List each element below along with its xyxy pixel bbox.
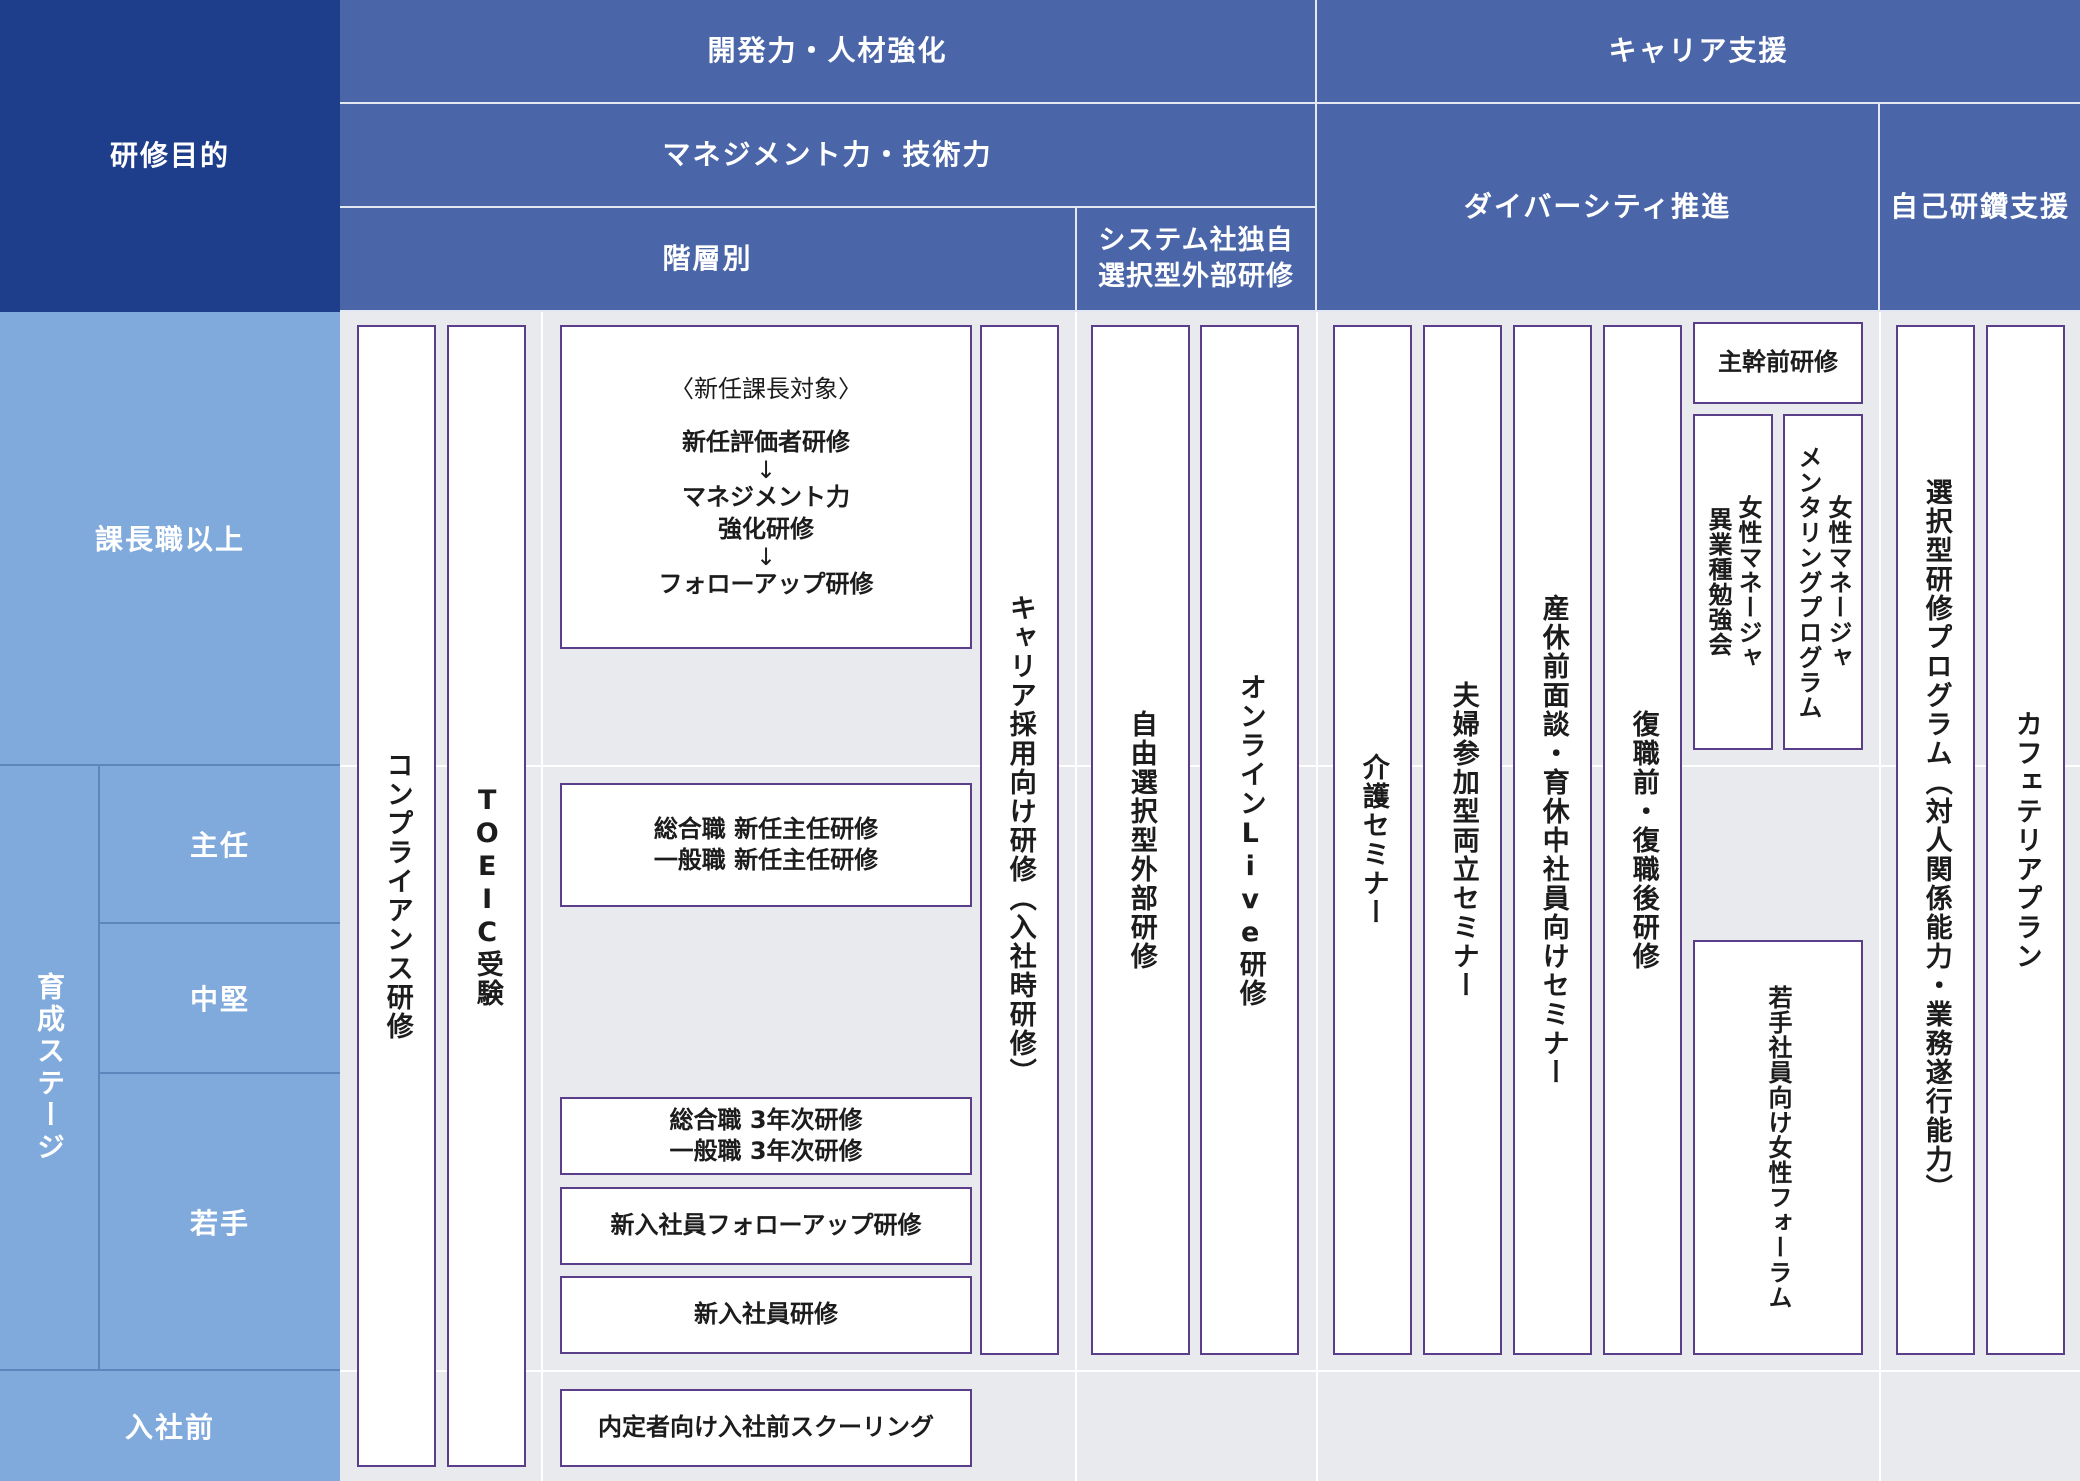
grid-divider (1879, 312, 1881, 1481)
management-strengthening-training: マネジメント力 強化研修 (682, 483, 850, 543)
free-external-training-box: 自由選択型外部研修 (1091, 325, 1190, 1355)
header-group-career: キャリア支援 (1317, 0, 2080, 104)
down-arrow-icon: ↓ (755, 542, 777, 571)
header-sub-external: システム社独自 選択型外部研修 (1077, 208, 1317, 312)
purpose-label: 研修目的 (109, 139, 230, 173)
career-hire-training-box: キャリア採用向け研修（入社時研修） (980, 325, 1059, 1355)
cafeteria-plan-box: カフェテリアプラン (1986, 325, 2065, 1355)
header-sub-diversity: ダイバーシティ推進 (1317, 104, 1880, 312)
grid-divider (1075, 312, 1077, 1481)
toeic-box: TOEIC受験 (447, 325, 526, 1467)
stage-junior: 若手 (100, 1074, 340, 1371)
header-purpose-cell: 研修目的 (0, 0, 340, 312)
stage-chief: 主任 (100, 766, 340, 924)
stage-mid: 中堅 (100, 924, 340, 1074)
maternity-seminar-box: 産休前面談・育休中社員向けセミナー (1513, 325, 1592, 1355)
women-manager-study-box: 女性マネージャ 異業種勉強会 (1693, 414, 1773, 750)
follow-up-training: フォローアップ研修 (658, 569, 874, 598)
stage-manager: 課長職以上 (0, 312, 340, 766)
header-sub-self-development: 自己研鑽支援 (1880, 104, 2080, 312)
grid-divider (541, 312, 543, 1481)
young-women-forum-box: 若手社員向け女性フォーラム (1693, 940, 1863, 1355)
new-chief-training-box: 総合職 新任主任研修 一般職 新任主任研修 (560, 783, 972, 907)
header-sub-hierarchy: 階層別 (340, 208, 1077, 312)
new-hire-follow-up-box: 新入社員フォローアップ研修 (560, 1187, 972, 1265)
pre-entry-schooling-box: 内定者向け入社前スクーリング (560, 1389, 972, 1467)
new-hire-training-box: 新入社員研修 (560, 1276, 972, 1354)
selective-training-program-box: 選択型研修プログラム（対人関係能力・業務遂行能力） (1896, 325, 1975, 1355)
grid-divider (1316, 312, 1318, 1481)
down-arrow-icon: ↓ (755, 456, 777, 485)
care-seminar-box: 介護セミナー (1333, 325, 1412, 1355)
grid-divider (340, 1370, 2080, 1372)
stage-growth: 育成ステージ (0, 766, 100, 1371)
third-year-training-box: 総合職 3年次研修 一般職 3年次研修 (560, 1097, 972, 1175)
header-sub-management: マネジメント力・技術力 (340, 104, 1317, 208)
couple-seminar-box: 夫婦参加型両立セミナー (1423, 325, 1502, 1355)
women-manager-mentoring-box: 女性マネージャ メンタリングプログラム (1783, 414, 1863, 750)
compliance-training-box: コンプライアンス研修 (357, 325, 436, 1467)
evaluator-training: 新任評価者研修 (682, 428, 850, 457)
return-to-work-training-box: 復職前・復職後研修 (1603, 325, 1682, 1355)
stage-pre-entry: 入社前 (0, 1371, 340, 1481)
online-live-training-box: オンラインLive研修 (1200, 325, 1299, 1355)
header-group-development: 開発力・人材強化 (340, 0, 1317, 104)
pre-senior-training-box: 主幹前研修 (1693, 322, 1863, 404)
management-target-note: 〈新任課長対象〉 (670, 375, 862, 404)
management-training-box: 〈新任課長対象〉 新任評価者研修 ↓ マネジメント力 強化研修 ↓ フォローアッ… (560, 325, 972, 649)
